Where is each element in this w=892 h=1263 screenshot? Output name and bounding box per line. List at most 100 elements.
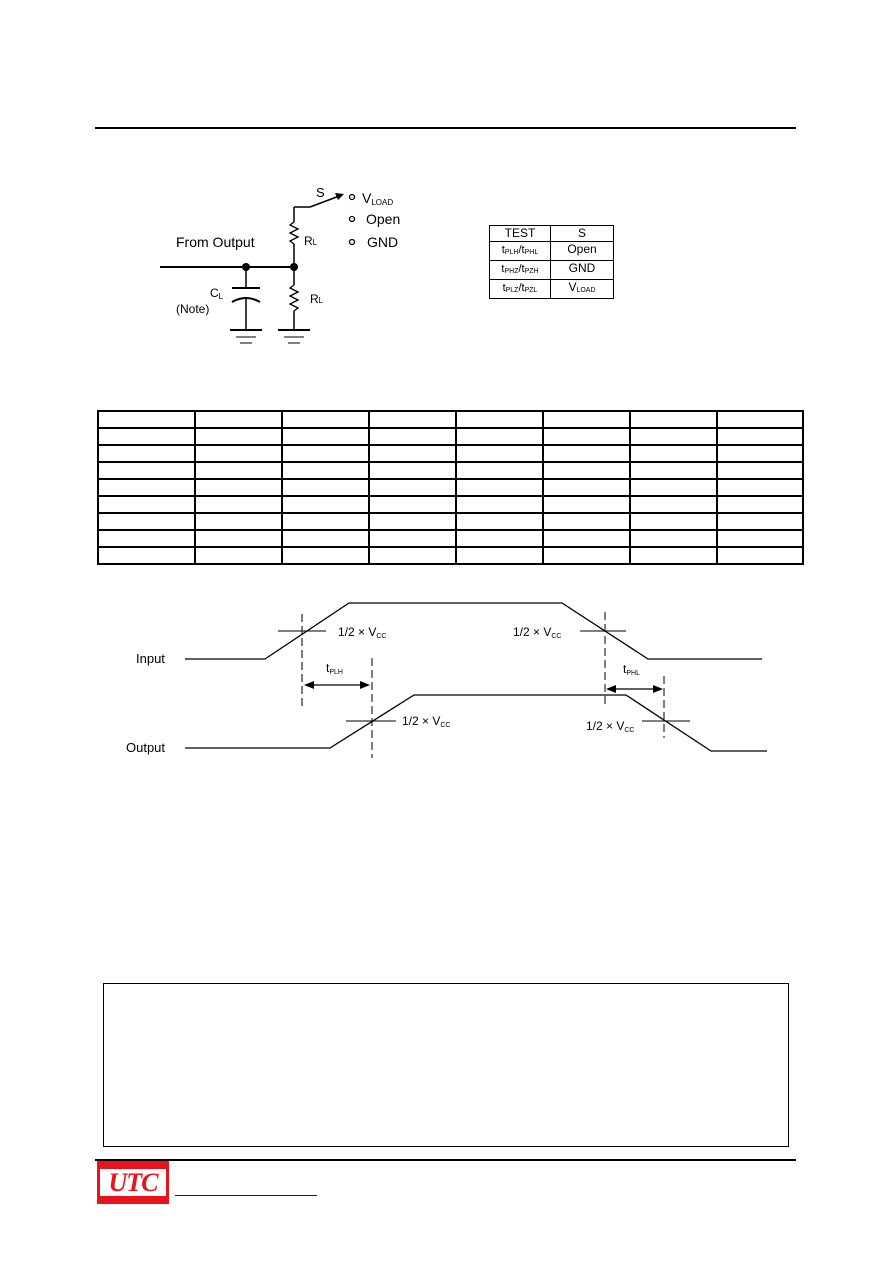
table-cell <box>368 512 457 531</box>
header-test: TEST <box>489 225 551 242</box>
table-cell <box>194 512 283 531</box>
table-cell <box>368 427 457 446</box>
terminal-vload <box>348 193 356 201</box>
website-link[interactable] <box>175 1195 317 1196</box>
table-cell <box>455 461 544 480</box>
table-cell <box>194 529 283 548</box>
table-cell <box>97 512 196 531</box>
table-cell <box>629 546 718 565</box>
table-cell <box>194 546 283 565</box>
table-cell <box>368 478 457 497</box>
table-cell <box>629 512 718 531</box>
table-cell <box>455 512 544 531</box>
empty-grid-table <box>97 410 804 565</box>
table-cell <box>368 546 457 565</box>
table-cell <box>97 444 196 463</box>
table-header-row: TEST S <box>489 225 614 242</box>
table-cell <box>281 495 370 514</box>
table-cell <box>716 444 804 463</box>
half-vcc-label-input-rise: 1/2 × VCC <box>338 625 387 640</box>
table-cell <box>716 512 804 531</box>
lower-resistor-label: RL <box>310 292 324 306</box>
half-vcc-label-output-fall: 1/2 × VCC <box>586 719 635 734</box>
table-row: tPHZ/tPZH GND <box>489 260 614 280</box>
table-cell <box>97 478 196 497</box>
vload-label: VLOAD <box>362 190 393 207</box>
table-cell <box>629 461 718 480</box>
table-cell <box>368 410 457 429</box>
upper-resistor-label: RL <box>304 234 318 248</box>
table-cell <box>542 495 631 514</box>
table-cell <box>194 410 283 429</box>
test-circuit-diagram: From Output S VLOAD Open GND RL RL CL (N… <box>160 185 400 344</box>
table-cell <box>716 410 804 429</box>
table-cell <box>455 478 544 497</box>
table-cell <box>542 410 631 429</box>
table-cell <box>716 546 804 565</box>
table-cell <box>716 427 804 446</box>
table-cell <box>716 478 804 497</box>
table-cell <box>194 444 283 463</box>
table-row: tPLZ/tPZL VLOAD <box>489 279 614 299</box>
switch-cell: VLOAD <box>550 279 614 299</box>
table-cell <box>281 478 370 497</box>
table-cell <box>629 410 718 429</box>
terminal-open <box>348 215 356 223</box>
gnd-label: GND <box>367 234 398 250</box>
table-cell <box>455 495 544 514</box>
terminal-gnd <box>348 238 356 246</box>
table-row <box>97 478 804 497</box>
table-row <box>97 512 804 531</box>
utc-logo-text: UTC <box>108 1168 159 1197</box>
table-cell <box>629 495 718 514</box>
table-row <box>97 410 804 429</box>
table-cell <box>97 461 196 480</box>
table-cell <box>542 478 631 497</box>
table-cell <box>629 478 718 497</box>
table-cell <box>629 529 718 548</box>
capacitor-label: CL <box>210 286 224 301</box>
table-cell <box>194 478 283 497</box>
lower-resistor <box>288 284 300 312</box>
table-cell <box>281 512 370 531</box>
table-cell <box>542 427 631 446</box>
table-cell <box>455 529 544 548</box>
table-cell <box>97 410 196 429</box>
input-waveform <box>185 602 762 660</box>
switch-label: S <box>316 185 325 200</box>
utc-logo-inner: UTC <box>100 1169 166 1196</box>
notes-box <box>103 983 789 1147</box>
waveform-diagram: Input Output 1/2 × VCC 1/2 × VCC 1/2 × V… <box>126 602 767 758</box>
table-cell <box>455 427 544 446</box>
table-cell <box>368 529 457 548</box>
table-cell <box>194 495 283 514</box>
table-cell <box>716 529 804 548</box>
table-cell <box>629 427 718 446</box>
upper-resistor <box>288 221 300 245</box>
table-cell <box>97 427 196 446</box>
table-row <box>97 546 804 565</box>
table-cell <box>281 461 370 480</box>
table-cell <box>542 512 631 531</box>
utc-logo: UTC <box>97 1161 169 1204</box>
table-cell <box>455 444 544 463</box>
top-rule <box>95 127 796 129</box>
table-cell <box>281 546 370 565</box>
table-cell <box>455 546 544 565</box>
table-row <box>97 529 804 548</box>
table-cell <box>194 461 283 480</box>
table-cell <box>97 529 196 548</box>
table-cell <box>368 461 457 480</box>
open-label: Open <box>366 211 400 227</box>
table-row <box>97 461 804 480</box>
output-label: Output <box>126 740 165 755</box>
table-cell <box>629 444 718 463</box>
table-row <box>97 495 804 514</box>
table-cell <box>281 529 370 548</box>
table-cell <box>97 546 196 565</box>
switch-cell: Open <box>550 241 614 261</box>
table-cell <box>368 495 457 514</box>
switch-arm <box>309 194 343 208</box>
half-vcc-label-input-fall: 1/2 × VCC <box>513 625 562 640</box>
switch-position-table: TEST S tPLH/tPHL Open tPHZ/tPZH GND tPLZ… <box>489 225 614 299</box>
